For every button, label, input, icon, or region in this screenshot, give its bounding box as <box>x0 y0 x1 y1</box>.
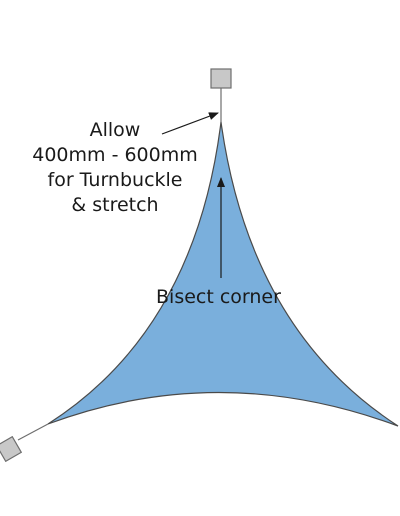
left-mount-bracket <box>0 435 23 463</box>
allowance-line-4: & stretch <box>71 194 159 216</box>
allowance-line-1: Allow <box>89 119 141 141</box>
allowance-note: Allow 400mm - 600mm for Turnbuckle & str… <box>10 118 220 218</box>
shade-sail <box>47 121 399 427</box>
bisect-corner-label: Bisect corner <box>156 286 281 308</box>
allowance-arrow <box>161 112 219 135</box>
left-wire <box>17 423 49 441</box>
allowance-line-3: for Turnbuckle <box>47 169 183 191</box>
allowance-line-2: 400mm - 600mm <box>32 144 198 166</box>
top-mount-bracket <box>210 68 232 89</box>
